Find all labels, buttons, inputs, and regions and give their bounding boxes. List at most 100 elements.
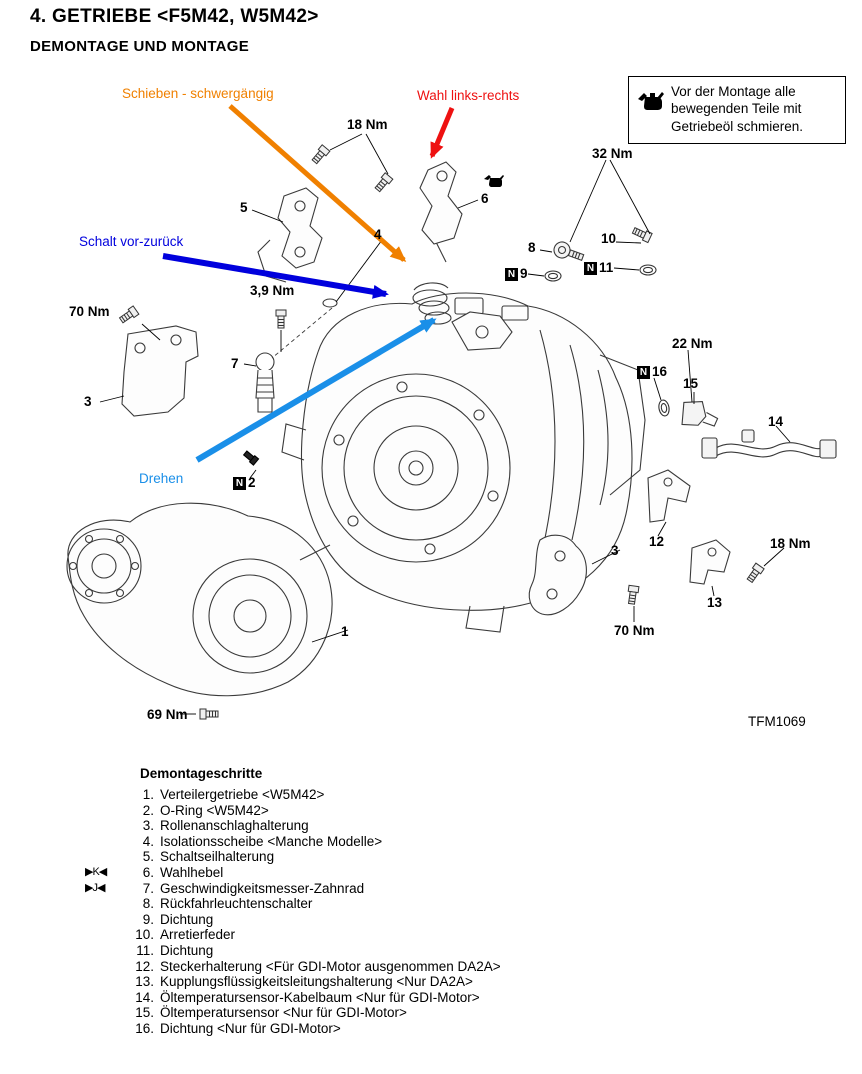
arrow-wahl bbox=[429, 107, 455, 159]
plug-bolt-n2 bbox=[242, 450, 260, 466]
torque-label-32nm: 32 Nm bbox=[592, 146, 633, 161]
seal-ring-16 bbox=[657, 398, 671, 418]
assembly-marker bbox=[85, 896, 121, 912]
part-label-4: 4 bbox=[374, 227, 382, 242]
part-number: 16. bbox=[135, 1020, 154, 1036]
bolt-icon bbox=[310, 144, 331, 166]
reverse-light-switch-part8 bbox=[553, 241, 585, 262]
bolt-icon bbox=[625, 584, 640, 606]
leader-lines bbox=[99, 133, 791, 715]
part-name: Rückfahrleuchtenschalter bbox=[160, 896, 313, 912]
bolt-icon bbox=[631, 225, 653, 244]
transmission-line-art bbox=[66, 104, 837, 720]
parts-list-item-2: 2. O-Ring <W5M42> bbox=[85, 803, 862, 819]
part-number: 5. bbox=[142, 849, 154, 865]
part-number: 13. bbox=[135, 974, 154, 990]
torque-label-70nm-bottom: 70 Nm bbox=[614, 623, 655, 638]
assembly-marker bbox=[85, 1021, 121, 1037]
washer-part4 bbox=[271, 298, 338, 359]
speedo-gear-part7 bbox=[255, 352, 275, 413]
part-label-10: 10 bbox=[601, 231, 617, 246]
diagram-artwork bbox=[66, 144, 837, 720]
part-name: O-Ring <W5M42> bbox=[160, 802, 269, 818]
part-name: Wahlhebel bbox=[160, 864, 224, 880]
page-title: 4. GETRIEBE <F5M42, W5M42> bbox=[30, 6, 319, 27]
part-label-8: 8 bbox=[528, 240, 536, 255]
assembly-marker bbox=[85, 943, 121, 959]
part-number: 12. bbox=[135, 958, 154, 974]
parts-list-item-5: 5.Schaltseilhalterung bbox=[85, 849, 862, 865]
arrow-schieben bbox=[228, 104, 407, 262]
callout-schalt-label: Schalt vor-zurück bbox=[79, 234, 184, 249]
part-number: 15. bbox=[135, 1005, 154, 1021]
part-name: Rollenanschlaghalterung bbox=[160, 818, 309, 834]
note-box: Vor der Montage alle bewegenden Teile mi… bbox=[628, 76, 846, 144]
callout-drehen-label: Drehen bbox=[139, 471, 184, 486]
part-name: Geschwindigkeitsmesser-Zahnrad bbox=[160, 880, 365, 896]
assembly-marker bbox=[85, 990, 121, 1006]
bracket-part3-right bbox=[528, 534, 587, 616]
n-number: 16 bbox=[652, 364, 668, 379]
torque-label-69nm: 69 Nm bbox=[147, 707, 188, 722]
parts-list: Demontageschritte 1. Verteilergetriebe <W… bbox=[0, 766, 862, 1037]
parts-list-item-6: ▶K◀ 6. Wahlhebel bbox=[85, 865, 862, 881]
assembly-marker bbox=[85, 787, 121, 803]
assembly-marker bbox=[85, 974, 121, 990]
part-label-12: 12 bbox=[649, 534, 665, 549]
part-name: Verteilergetriebe <W5M42> bbox=[160, 787, 325, 802]
assembly-marker-k: ▶K◀ bbox=[85, 865, 107, 878]
assembly-marker bbox=[85, 927, 121, 943]
n-number: 9 bbox=[520, 266, 528, 281]
part-label-1: 1 bbox=[341, 624, 349, 639]
cable-bracket-part5 bbox=[257, 187, 323, 283]
parts-list-item-16: 16. Dichtung <Nur für GDI-Motor> bbox=[85, 1021, 862, 1037]
parts-list-heading: Demontageschritte bbox=[140, 766, 263, 781]
torque-label-70nm-left: 70 Nm bbox=[69, 304, 110, 319]
part-number: 6. bbox=[142, 864, 154, 880]
part-number: 1. bbox=[142, 787, 154, 802]
bolt-icon bbox=[117, 305, 140, 325]
note-text: Vor der Montage alle bewegenden Teile mi… bbox=[671, 84, 804, 134]
part-number: 7. bbox=[142, 880, 154, 896]
parts-list-item-4: 4.Isolationsscheibe <Manche Modelle> bbox=[85, 834, 862, 850]
part-number: 2. bbox=[142, 802, 154, 818]
assembly-marker bbox=[85, 849, 121, 865]
torque-label-18nm-top: 18 Nm bbox=[347, 117, 388, 132]
oil-sensor-part15 bbox=[681, 401, 719, 427]
seal-ring-11 bbox=[639, 264, 657, 276]
arrow-schalt bbox=[162, 253, 389, 299]
n-number: 11 bbox=[599, 260, 614, 275]
part-name: Dichtung <Nur für GDI-Motor> bbox=[160, 1020, 341, 1036]
part-name: Dichtung bbox=[160, 942, 214, 958]
part-label-6: 6 bbox=[481, 191, 489, 206]
oil-can-icon bbox=[638, 92, 664, 110]
torque-label-18nm-right: 18 Nm bbox=[770, 536, 811, 551]
part-name: Kupplungsflüssigkeitsleitungshalterung <… bbox=[160, 974, 473, 990]
parts-list-item-8: 8. Rückfahrleuchtenschalter bbox=[85, 896, 862, 912]
parts-list-item-14: 14.Öltemperatursensor-Kabelbaum <Nur für… bbox=[85, 990, 862, 1006]
torque-label-3-9nm: 3,9 Nm bbox=[250, 283, 295, 298]
assembly-marker bbox=[85, 818, 121, 834]
torque-label-22nm: 22 Nm bbox=[672, 336, 713, 351]
part-name: Dichtung bbox=[160, 911, 214, 927]
part-name: Öltemperatursensor <Nur für GDI-Motor> bbox=[160, 1005, 407, 1021]
gearbox-housing bbox=[281, 292, 646, 633]
part-number: 10. bbox=[135, 927, 154, 943]
oil-can-icon bbox=[484, 175, 504, 187]
assembly-marker bbox=[85, 803, 121, 819]
n-box-icon: N bbox=[505, 268, 518, 281]
clutch-line-bracket-part13 bbox=[689, 539, 731, 585]
parts-list-item-3: 3.Rollenanschlaghalterung bbox=[85, 818, 862, 834]
parts-list-item-1: 1. Verteilergetriebe <W5M42> bbox=[85, 787, 862, 803]
connector-bracket-part12 bbox=[647, 469, 691, 523]
part-number: 11. bbox=[136, 942, 154, 958]
parts-list-item-12: 12.Steckerhalterung <Für GDI-Motor ausge… bbox=[85, 959, 862, 975]
part-number: 9. bbox=[142, 911, 154, 927]
bolt-icon bbox=[745, 562, 765, 585]
callout-arrows bbox=[162, 104, 455, 463]
exploded-view-diagram: Schieben - schwergängig Wahl links-recht… bbox=[66, 76, 846, 729]
shift-shaft-bellows bbox=[412, 241, 452, 325]
part-number: 8. bbox=[142, 896, 154, 912]
